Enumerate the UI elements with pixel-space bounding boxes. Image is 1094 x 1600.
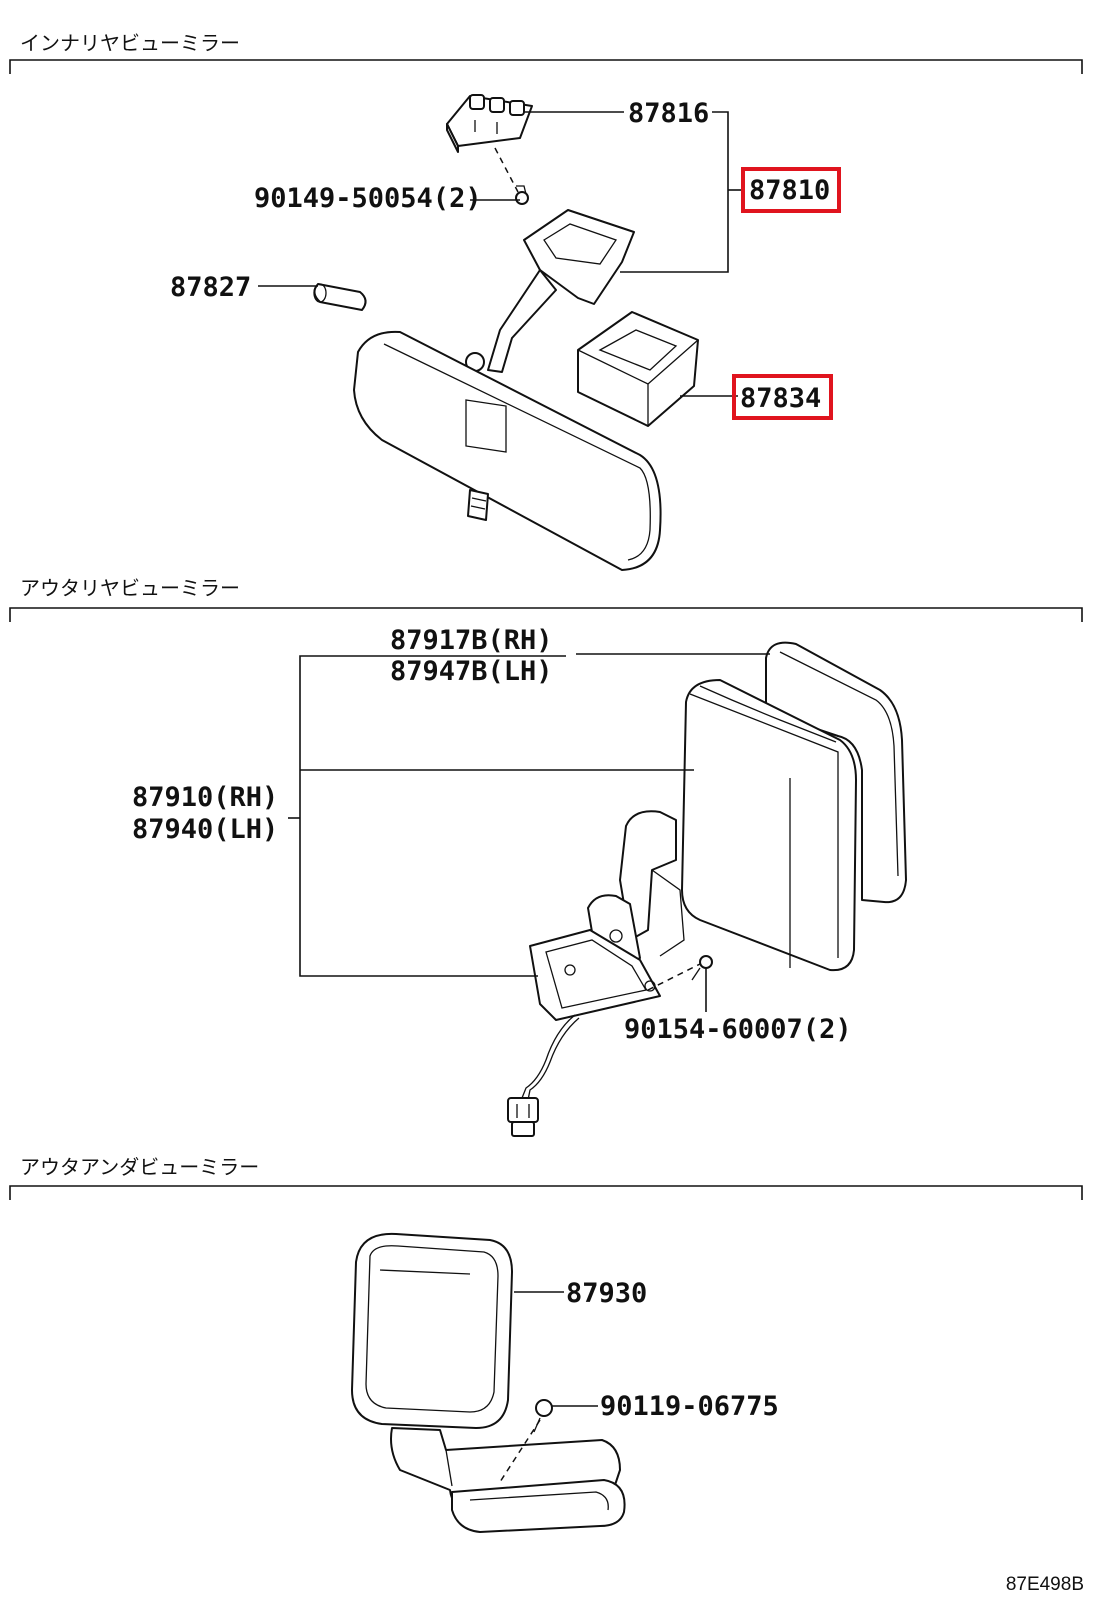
section-frame-under [9,1185,1083,1200]
part-number-87930: 87930 [566,1278,647,1309]
part-number-87816: 87816 [628,98,709,129]
part-number-87827: 87827 [170,272,251,303]
highlight-87810 [741,167,841,213]
section-under-mirror: アウタアンダビューミラー 87930 90119-06775 [9,1155,1083,1533]
connector-drawing [507,1097,539,1137]
highlight-87834 [732,374,833,420]
part-number-87947B-lh: 87947B(LH) [390,656,553,687]
part-number-90119-06775: 90119-06775 [600,1391,779,1422]
pin-87827-drawing [313,283,367,311]
outer-mirror-glass-drawing [765,641,907,904]
screw-90149-drawing [515,185,529,205]
under-screw-dashed-line [499,1419,541,1483]
bracket-screw-dashed-line [494,147,519,193]
section-outer-mirror: アウタリヤビューミラー [9,576,1083,1137]
under-mirror-arm-drawing [390,1427,626,1533]
outer-mirror-housing-drawing [681,679,857,972]
outer-screw-dashed-line [647,963,701,991]
section-frame-outer [9,607,1083,622]
part-number-87810: 87810 [749,175,830,206]
bracket-outer-assembly [299,655,566,977]
inner-mirror-body-drawing [353,330,662,571]
bracket-part-drawing [446,94,533,153]
part-number-87917B-rh: 87917B(RH) [390,625,553,656]
leader-87810-bracket [620,111,729,273]
screw-90119-drawing [533,1399,553,1433]
section-frame-inner [9,59,1083,74]
part-number-87940-lh: 87940(LH) [132,814,278,845]
section-title-under-mirror: アウタアンダビューミラー [20,1155,259,1179]
section-title-inner-mirror: インナリヤビューミラー [20,31,240,55]
part-number-90154-60007: 90154-60007(2) [624,1014,852,1045]
screw-90154-drawing [691,955,713,981]
part-number-87834: 87834 [740,383,821,414]
outer-mirror-base-drawing [529,929,661,1021]
part-number-90149-50054: 90149-50054(2) [254,183,482,214]
wire-harness [521,1014,576,1099]
part-number-87910-rh: 87910(RH) [132,782,278,813]
cover-87834-drawing [577,311,699,427]
section-title-outer-mirror: アウタリヤビューミラー [20,576,240,600]
under-mirror-head-drawing [351,1232,513,1429]
figure-reference: 87E498B [1006,1574,1084,1595]
section-inner-mirror: インナリヤビューミラー [9,31,1083,571]
